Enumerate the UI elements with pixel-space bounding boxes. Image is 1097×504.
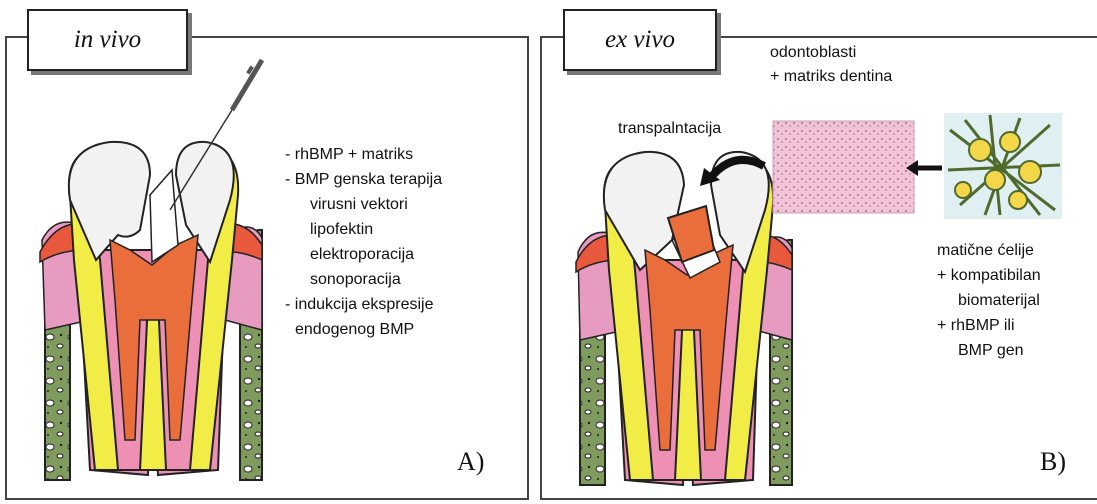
- label-dentin-matrix: + matriks dentina: [770, 66, 892, 88]
- stem-cell-scaffold: [944, 113, 1062, 219]
- label-stem-cells: matične ćelije: [937, 240, 1034, 262]
- list-item-lipofectin: lipofektin: [310, 219, 373, 241]
- list-item-electroporation: elektroporacija: [310, 244, 414, 266]
- list-item-bmp-gene-therapy: - BMP genska terapija: [285, 169, 442, 191]
- label-bmp-gene: BMP gen: [958, 340, 1024, 362]
- list-item-endogenous-bmp: endogenog BMP: [295, 319, 414, 341]
- label-biomaterial: biomaterijal: [958, 290, 1040, 312]
- tooth-in-vivo: [40, 60, 262, 480]
- list-item-induction: - indukcija ekspresije: [285, 294, 434, 316]
- label-odontoblasts: odontoblasti: [770, 42, 856, 64]
- label-transplantation: transpalntacija: [618, 118, 721, 140]
- tag-in-vivo: in vivo: [27, 9, 188, 71]
- label-b: B): [1040, 447, 1066, 477]
- list-item-viral-vectors: virusni vektori: [310, 194, 408, 216]
- label-rhbmp-or: + rhBMP ili: [937, 315, 1015, 337]
- histology-image: [773, 121, 914, 213]
- tag-ex-vivo: ex vivo: [563, 9, 717, 71]
- label-a: A): [457, 447, 484, 477]
- list-item-rhbmp: - rhBMP + matriks: [285, 144, 413, 166]
- list-item-sonoporation: sonoporacija: [310, 269, 401, 291]
- label-compatible: + kompatibilan: [937, 265, 1041, 287]
- tooth-ex-vivo: [576, 152, 792, 485]
